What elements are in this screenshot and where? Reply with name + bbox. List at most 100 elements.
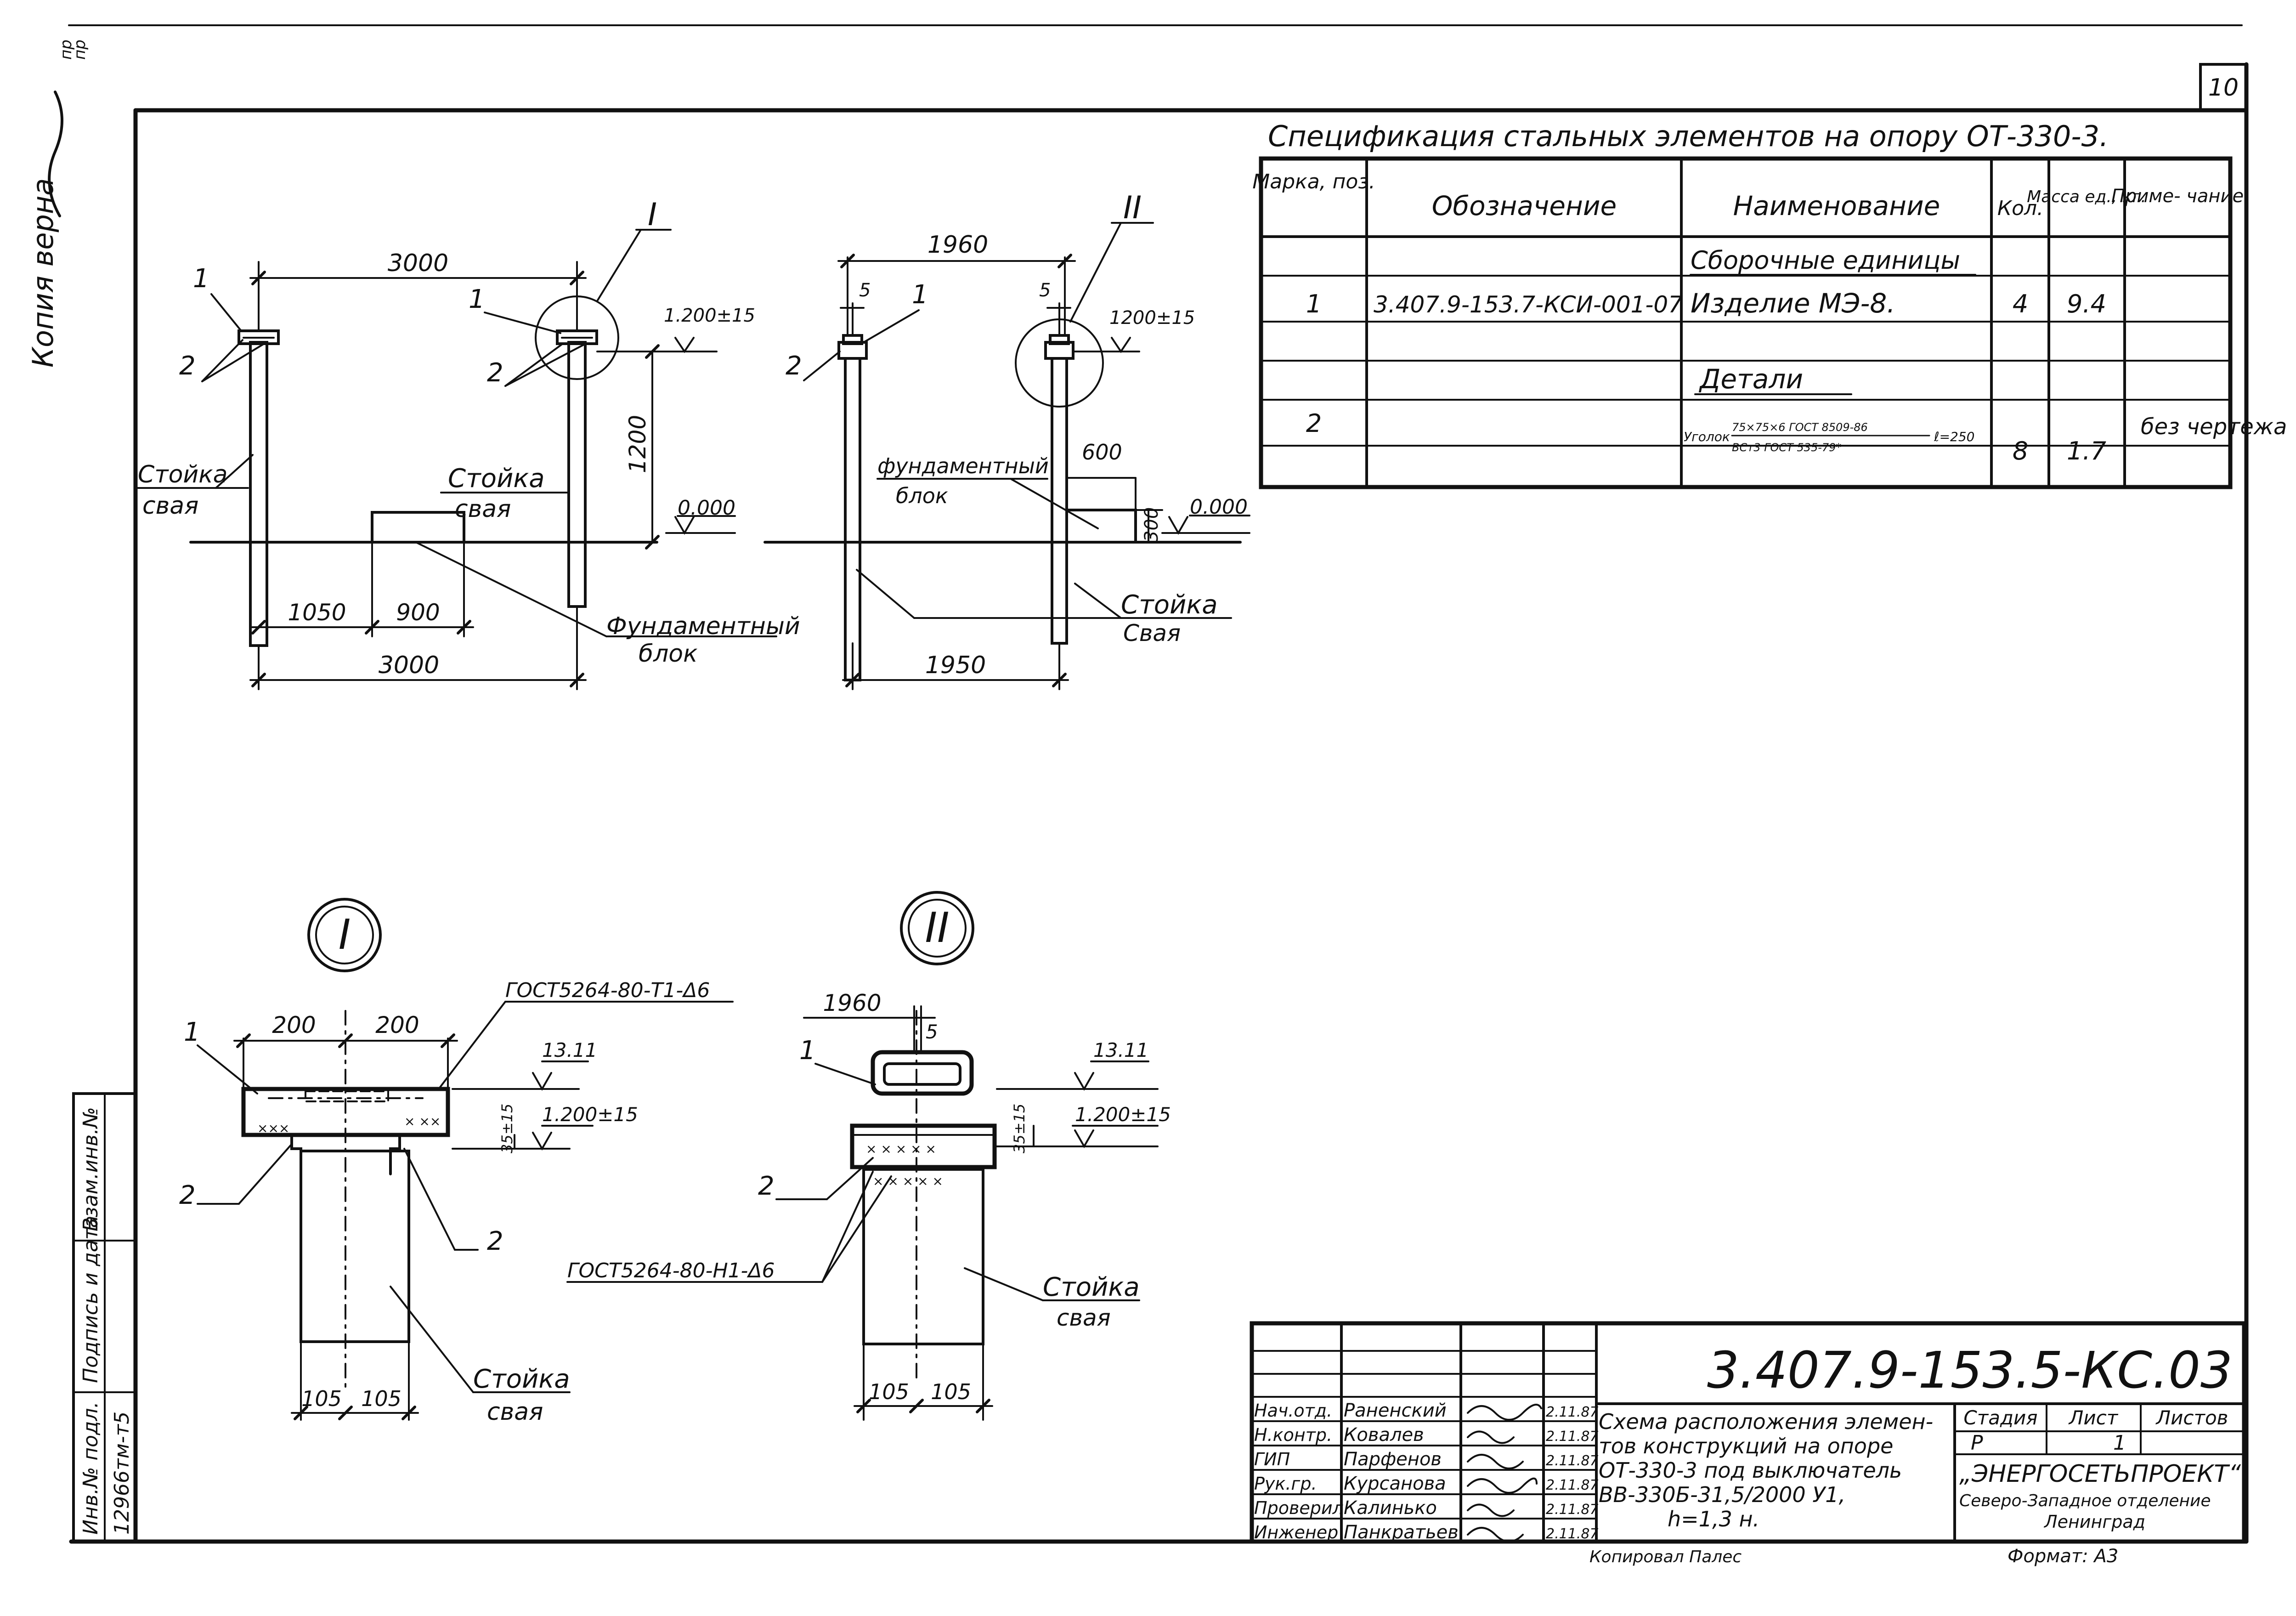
v1-dim-1050: 1050 bbox=[288, 599, 346, 626]
v2-dim-600: 600 bbox=[1082, 440, 1122, 465]
d1-dim-b1: 105 bbox=[301, 1386, 342, 1411]
d2-gap-text: 35±15 bbox=[1011, 1104, 1028, 1153]
d2-stand-2: свая bbox=[1057, 1304, 1111, 1331]
v1-label-1b: 1 bbox=[469, 284, 485, 314]
d1-elev: 1.200±15 bbox=[542, 1103, 638, 1126]
row2-mass: 1.7 bbox=[2067, 437, 2106, 465]
d1-label-1: 1 bbox=[184, 1017, 200, 1047]
v2-dim-300: 300 bbox=[1141, 507, 1162, 542]
side-label-sign: Подпись и дата bbox=[79, 1216, 102, 1383]
d2-dim-b2: 105 bbox=[931, 1379, 971, 1404]
tb-org-0: „ЭНЕРГОСЕТЬПРОЕКТ“ bbox=[1959, 1460, 2241, 1488]
detail-1: I ××× × ×× 200 200 105 105 ГОСТ5 bbox=[179, 898, 734, 1426]
d1-dim-b2: 105 bbox=[361, 1386, 402, 1411]
v2-callout: II bbox=[1123, 190, 1142, 226]
sheet-frame: 10 bbox=[68, 24, 2249, 1544]
d1-stand-2: свая bbox=[487, 1398, 543, 1426]
side-block: Инв.№ подл. Подпись и дата Взам.инв.№ 12… bbox=[72, 1092, 137, 1543]
d1-gap: 35±15 bbox=[498, 1104, 516, 1153]
tb-date-1: 2.11.87 bbox=[1546, 1429, 1599, 1445]
hdr-designation: Обозначение bbox=[1432, 190, 1617, 221]
d1-label-2a: 2 bbox=[179, 1180, 196, 1210]
tb-name-1: Ковалев bbox=[1344, 1424, 1424, 1446]
signature-4 bbox=[1467, 1503, 1515, 1517]
d2-label-1: 1 bbox=[799, 1036, 816, 1066]
v2-label-2: 2 bbox=[786, 351, 802, 381]
tb-name-2: Парфенов bbox=[1344, 1449, 1442, 1470]
tb-format: Формат: А3 bbox=[2008, 1546, 2118, 1567]
tb-org-1: Северо-Западное отделение bbox=[1959, 1491, 2211, 1510]
d2-elev-top: 13.11 bbox=[1093, 1039, 1148, 1061]
tb-sheet: 1 bbox=[2113, 1431, 2126, 1455]
v2-dim-bottom: 1950 bbox=[925, 652, 986, 679]
d2-weld-x: × × × × × bbox=[866, 1141, 936, 1157]
v1-dim-top: 3000 bbox=[388, 249, 448, 277]
tb-desc-1: тов конструкций на опоре bbox=[1599, 1434, 1893, 1458]
v1-callout: I bbox=[648, 197, 657, 233]
detail-2: II × × × × × × × × × × 1960 5 105 105 13… bbox=[566, 891, 1171, 1421]
v2-elev-top: 1200±15 bbox=[1109, 307, 1195, 329]
tb-name-3: Курсанова bbox=[1344, 1473, 1446, 1494]
d1-dim-w2: 200 bbox=[375, 1012, 419, 1038]
view1-elevation: 3000 1050 900 3000 1200 1.200±15 0.000 bbox=[135, 197, 800, 690]
tb-desc-2: ОТ-330-3 под выключатель bbox=[1599, 1458, 1902, 1483]
side-label-replace: Взам.инв.№ bbox=[79, 1107, 102, 1231]
corner-mark-1: пр bbox=[57, 40, 75, 60]
v1-label-2b: 2 bbox=[487, 358, 503, 388]
signature-5 bbox=[1467, 1527, 1524, 1542]
d2-weld-text: ГОСТ5264-80-Н1-Δ6 bbox=[567, 1259, 775, 1282]
hdr-name: Наименование bbox=[1733, 190, 1940, 221]
title-block: 3.407.9-153.5-КС.03 Нач.отд. Н.контр. ГИ… bbox=[1250, 1321, 2246, 1567]
tb-name-0: Раненский bbox=[1344, 1400, 1447, 1421]
page-number: 10 bbox=[2208, 74, 2239, 102]
row1-pos: 1 bbox=[1306, 289, 1322, 318]
signature-3 bbox=[1467, 1477, 1538, 1494]
tb-sheets-header: Листов bbox=[2155, 1406, 2228, 1429]
tb-sheet-header: Лист bbox=[2068, 1406, 2119, 1429]
d2-stand-1: Стойка bbox=[1043, 1272, 1140, 1302]
v2-foundation-1: фундаментный bbox=[877, 454, 1049, 478]
d1-stand-1: Стойка bbox=[473, 1364, 570, 1394]
row2-qty: 8 bbox=[2013, 437, 2028, 465]
view2-elevation: 1960 5 5 1950 600 300 1200±15 0.000 II bbox=[763, 190, 1250, 690]
v1-stand-right-1: Стойка bbox=[448, 464, 545, 493]
tb-date-4: 2.11.87 bbox=[1546, 1502, 1599, 1518]
row1-mass: 9.4 bbox=[2067, 289, 2106, 318]
v2-dim-top: 1960 bbox=[927, 231, 988, 259]
d2-dim-w: 1960 bbox=[823, 990, 881, 1016]
d2-weld-x2: × × × × × bbox=[873, 1174, 943, 1189]
tb-date-3: 2.11.87 bbox=[1546, 1477, 1599, 1493]
copy-signature bbox=[48, 91, 63, 217]
v2-dim-gap-left: 5 bbox=[859, 280, 871, 301]
tb-copied-by: Копировал Палес bbox=[1589, 1548, 1742, 1566]
tb-role-1: Н.контр. bbox=[1254, 1425, 1332, 1445]
row1-name: Изделие МЭ-8. bbox=[1691, 288, 1895, 319]
tb-name-4: Калинько bbox=[1344, 1497, 1437, 1519]
tb-date-5: 2.11.87 bbox=[1546, 1526, 1599, 1542]
tb-desc-3: ВВ-330Б-31,5/2000 У1, bbox=[1599, 1482, 1845, 1507]
v2-dim-gap-right: 5 bbox=[1039, 280, 1051, 301]
tb-org-2: Ленинград bbox=[2043, 1512, 2145, 1532]
d1-weld-text: ГОСТ5264-80-Т1-Δ6 bbox=[505, 979, 710, 1002]
tb-code: 3.407.9-153.5-КС.03 bbox=[1707, 1341, 2233, 1400]
row2-name-prefix: Уголок bbox=[1684, 429, 1730, 444]
signature-1 bbox=[1467, 1430, 1515, 1444]
row2-name-num: 75×75×6 ГОСТ 8509-86 bbox=[1732, 421, 1868, 434]
side-label-inv: Инв.№ подл. bbox=[79, 1401, 102, 1535]
signature-0 bbox=[1467, 1404, 1542, 1421]
spec-table: Спецификация стальных элементов на опору… bbox=[1252, 119, 2287, 489]
v1-foundation-1: Фундаментный bbox=[606, 612, 800, 640]
d2-dim-gap: 5 bbox=[926, 1021, 938, 1043]
tb-role-4: Проверил bbox=[1254, 1498, 1344, 1518]
v1-stand-left-2: свая bbox=[142, 492, 198, 520]
signature-2 bbox=[1467, 1454, 1524, 1469]
row2-name-den: ВСт3 ГОСТ 535-79* bbox=[1732, 441, 1841, 454]
tb-role-3: Рук.гр. bbox=[1254, 1474, 1317, 1494]
d1-title: I bbox=[339, 911, 351, 959]
tb-role-0: Нач.отд. bbox=[1254, 1401, 1332, 1421]
v2-foundation-2: блок bbox=[896, 483, 948, 508]
hdr-note: Приме- чание bbox=[2111, 186, 2244, 207]
d1-dim-w1: 200 bbox=[272, 1012, 316, 1038]
section-parts: Детали bbox=[1698, 363, 1803, 395]
